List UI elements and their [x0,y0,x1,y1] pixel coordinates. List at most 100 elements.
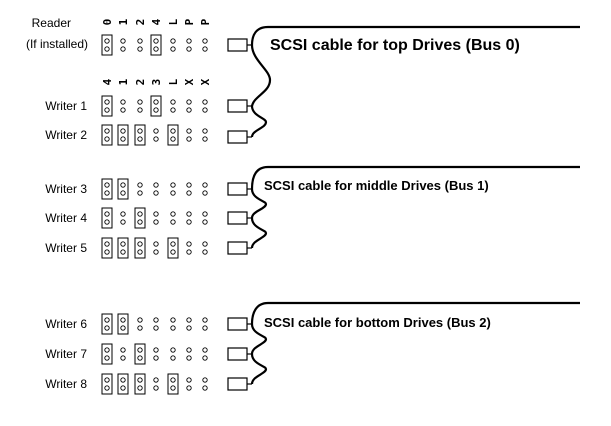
writer-8-jumper-block [101,373,208,395]
writer-label: Writer 4 [45,211,87,225]
jumper-pin [104,46,110,52]
jumper-pin [202,38,208,44]
jumper-pin [104,385,110,391]
jumper-pin [137,128,143,134]
jumper-pin [186,136,192,142]
jumper-cap [150,95,162,117]
jumper-cap [101,124,113,146]
jumper-cap [117,373,129,395]
jumper-pin [170,128,176,134]
jumper-pin [170,211,176,217]
jumper-cap [101,373,113,395]
scsi-connector [227,211,248,225]
scsi-cable-bus-0 [250,25,580,138]
jumper-pin [120,317,126,323]
jumper-pin [153,211,159,217]
jumper-pin [137,317,143,323]
jumper-pin [202,46,208,52]
jumper-header-label: 0 [101,19,114,26]
jumper-header-label: L [167,78,180,85]
jumper-cap [101,313,113,335]
jumper-cap [117,178,129,200]
jumper-header-label: P [199,18,212,25]
jumper-cap [134,343,146,365]
jumper-pin [120,46,126,52]
jumper-cap [101,207,113,229]
jumper-pin [120,190,126,196]
jumper-header-label: 4 [150,18,163,25]
jumper-pin [170,355,176,361]
scsi-connector [227,130,248,144]
jumper-pin [104,182,110,188]
jumper-pin [153,249,159,255]
scsi-connector [227,377,248,391]
jumper-pin [170,107,176,113]
jumper-cap [150,34,162,56]
scsi-cable-bus-2 [250,301,580,385]
jumper-cap [117,237,129,259]
jumper-pin [137,219,143,225]
jumper-pin [137,38,143,44]
cable-title-bus-1: SCSI cable for middle Drives (Bus 1) [264,178,489,193]
writer-label: Writer 8 [45,377,87,391]
jumper-pin [202,182,208,188]
jumper-cap [167,373,179,395]
jumper-pin [170,385,176,391]
jumper-cap [101,343,113,365]
jumper-pin [153,241,159,247]
jumper-header-label: 2 [134,19,147,26]
jumper-pin [104,107,110,113]
jumper-pin [120,385,126,391]
jumper-pin [186,241,192,247]
jumper-pin [202,325,208,331]
jumper-pin [202,347,208,353]
jumper-pin [137,182,143,188]
writer-2-jumper-block [101,124,208,146]
writer-label: Writer 7 [45,347,87,361]
jumper-pin [202,136,208,142]
jumper-pin [104,128,110,134]
jumper-pin [104,99,110,105]
cable-title-bus-2: SCSI cable for bottom Drives (Bus 2) [264,315,491,330]
jumper-pin [153,190,159,196]
jumper-cap [134,373,146,395]
jumper-pin [202,107,208,113]
jumper-pin [104,325,110,331]
scsi-connector [227,99,248,113]
writer-label: Writer 6 [45,317,87,331]
jumper-pin [120,325,126,331]
jumper-pin [170,219,176,225]
jumper-pin [137,241,143,247]
jumper-pin [153,128,159,134]
scsi-connector [227,38,248,52]
jumper-pin [120,136,126,142]
jumper-pin [170,136,176,142]
jumper-pin [186,99,192,105]
jumper-pin [202,128,208,134]
jumper-pin [120,38,126,44]
jumper-pin [120,241,126,247]
jumper-pin [137,136,143,142]
jumper-cap [167,237,179,259]
jumper-pin [186,377,192,383]
jumper-pin [104,190,110,196]
jumper-pin [202,385,208,391]
reader-label: Reader [32,16,71,30]
jumper-pin [186,219,192,225]
jumper-pin [137,347,143,353]
jumper-pin [186,107,192,113]
jumper-cap [101,95,113,117]
jumper-cap [134,237,146,259]
jumper-pin [153,182,159,188]
writer-label: Writer 5 [45,241,87,255]
jumper-pin [137,107,143,113]
jumper-pin [202,377,208,383]
jumper-pin [186,317,192,323]
jumper-pin [170,46,176,52]
jumper-cap [167,124,179,146]
jumper-pin [137,355,143,361]
jumper-pin [153,355,159,361]
reader-jumper-block [101,34,208,56]
jumper-pin [186,355,192,361]
